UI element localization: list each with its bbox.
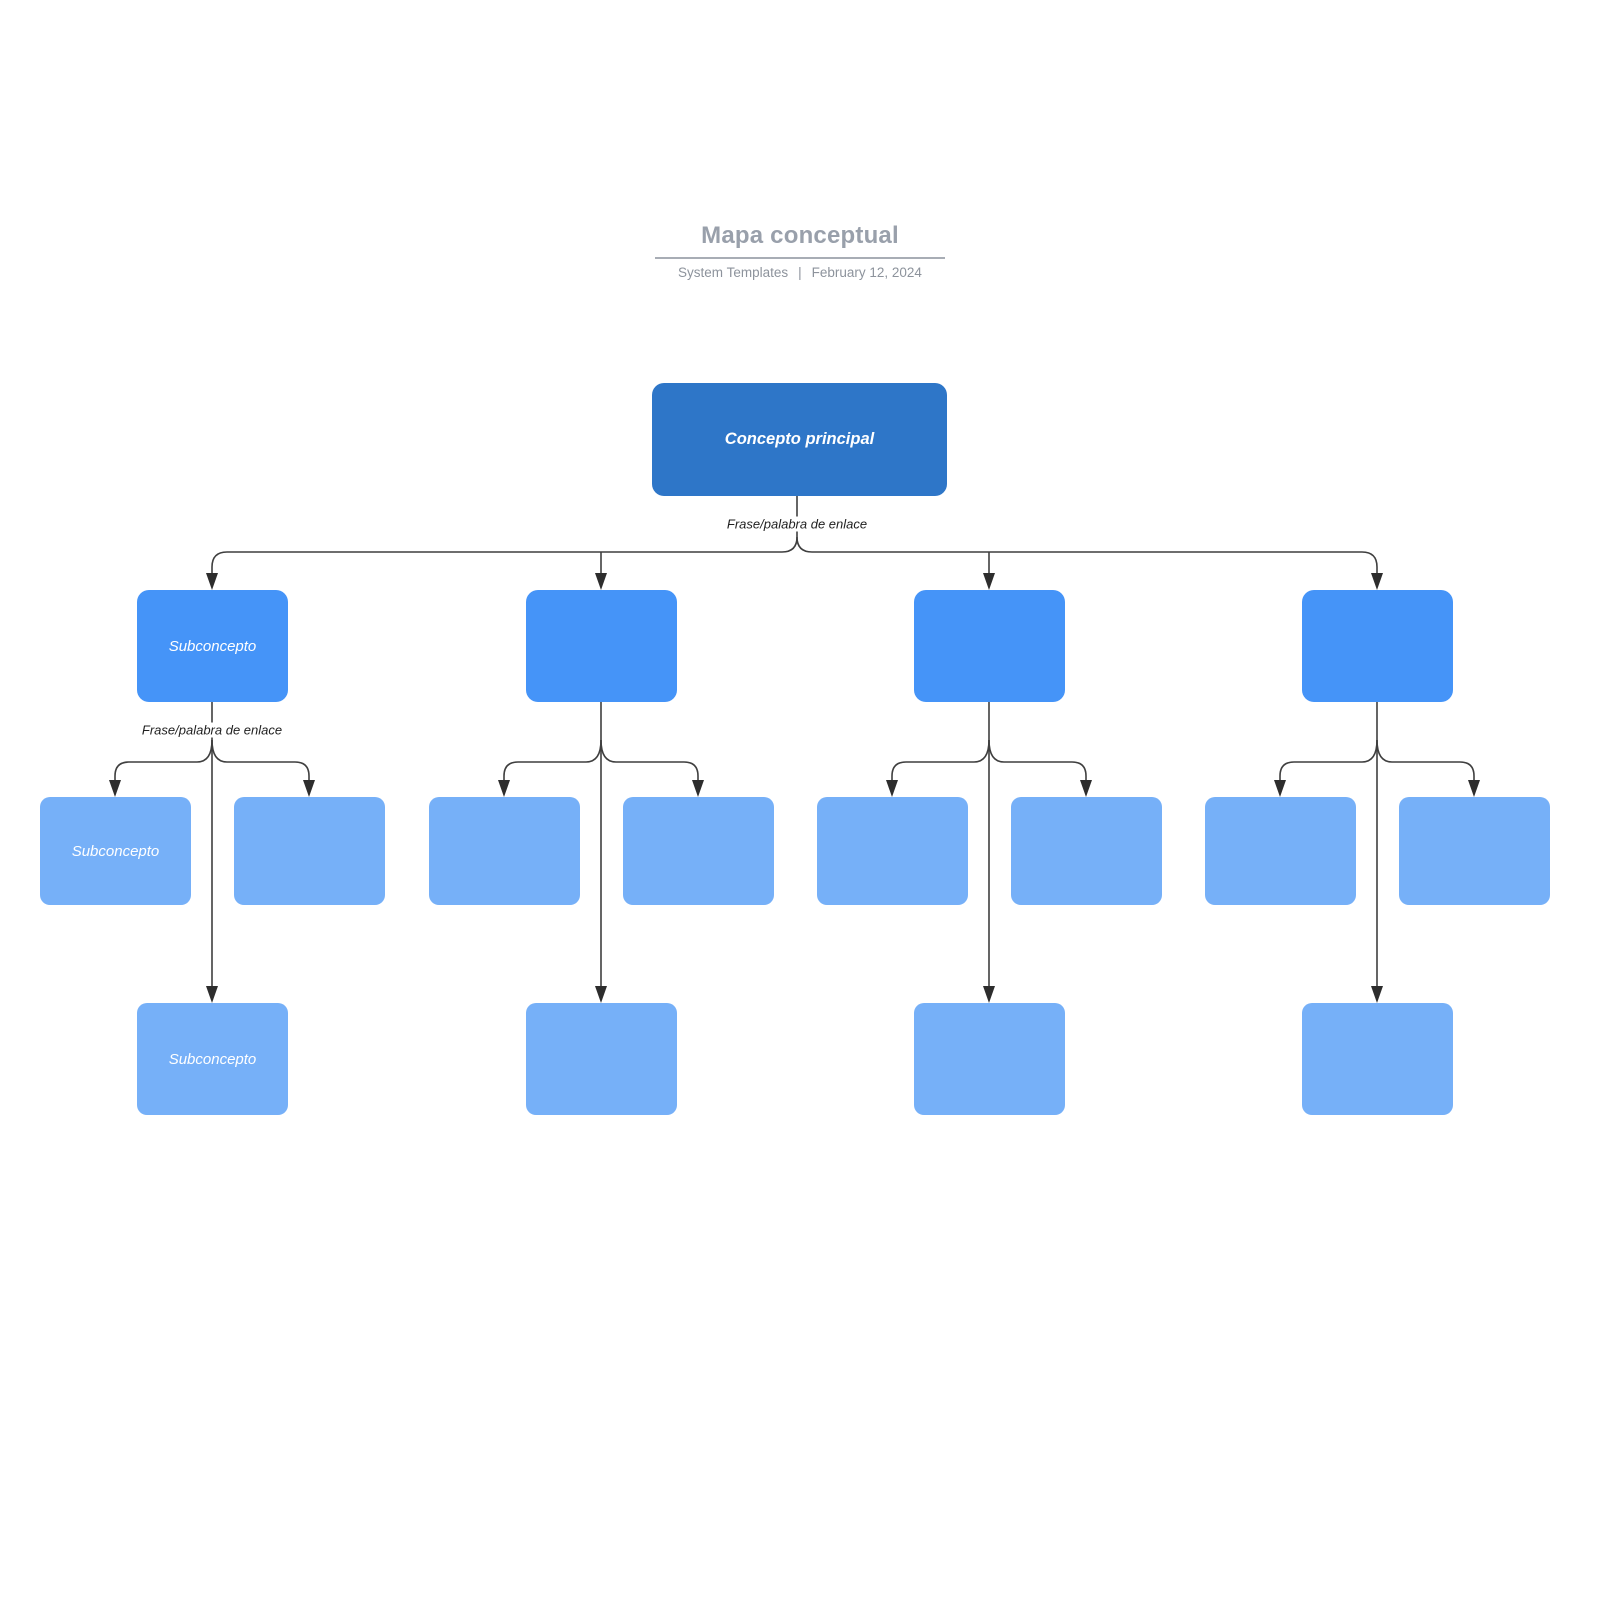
link-phrase-branch-1: Frase/palabra de enlace: [135, 722, 289, 738]
bottom-node-1-label: Subconcepto: [168, 1050, 257, 1068]
connector-lines: [114, 496, 1475, 991]
document-header: Mapa conceptual System Templates | Februar…: [655, 222, 945, 280]
bottom-node-3[interactable]: [914, 1003, 1065, 1115]
connector-arrowheads: [109, 573, 1480, 1003]
child-node-1a-label: Subconcepto: [71, 842, 160, 860]
link-phrase-root: Frase/palabra de enlace: [720, 516, 874, 532]
child-node-4a[interactable]: [1205, 797, 1356, 905]
child-node-4b[interactable]: [1399, 797, 1550, 905]
root-node-label: Concepto principal: [724, 430, 875, 448]
subconcept-node-2[interactable]: [526, 590, 677, 702]
page-title: Mapa conceptual: [701, 222, 899, 249]
child-node-3a[interactable]: [817, 797, 968, 905]
child-node-3b[interactable]: [1011, 797, 1162, 905]
byline-separator: |: [798, 265, 802, 280]
byline-author: System Templates: [678, 265, 789, 280]
root-node[interactable]: Concepto principal: [652, 383, 947, 496]
child-node-2a[interactable]: [429, 797, 580, 905]
child-node-2b[interactable]: [623, 797, 774, 905]
byline-date: February 12, 2024: [811, 265, 922, 280]
subconcept-node-1[interactable]: Subconcepto: [137, 590, 288, 702]
subconcept-node-1-label: Subconcepto: [168, 637, 257, 655]
child-node-1b[interactable]: [234, 797, 385, 905]
subconcept-node-4[interactable]: [1302, 590, 1453, 702]
child-node-1a[interactable]: Subconcepto: [40, 797, 191, 905]
byline: System Templates | February 12, 2024: [655, 265, 945, 280]
bottom-node-4[interactable]: [1302, 1003, 1453, 1115]
bottom-node-2[interactable]: [526, 1003, 677, 1115]
bottom-node-1[interactable]: Subconcepto: [137, 1003, 288, 1115]
subconcept-node-3[interactable]: [914, 590, 1065, 702]
title-underline: [655, 257, 945, 259]
